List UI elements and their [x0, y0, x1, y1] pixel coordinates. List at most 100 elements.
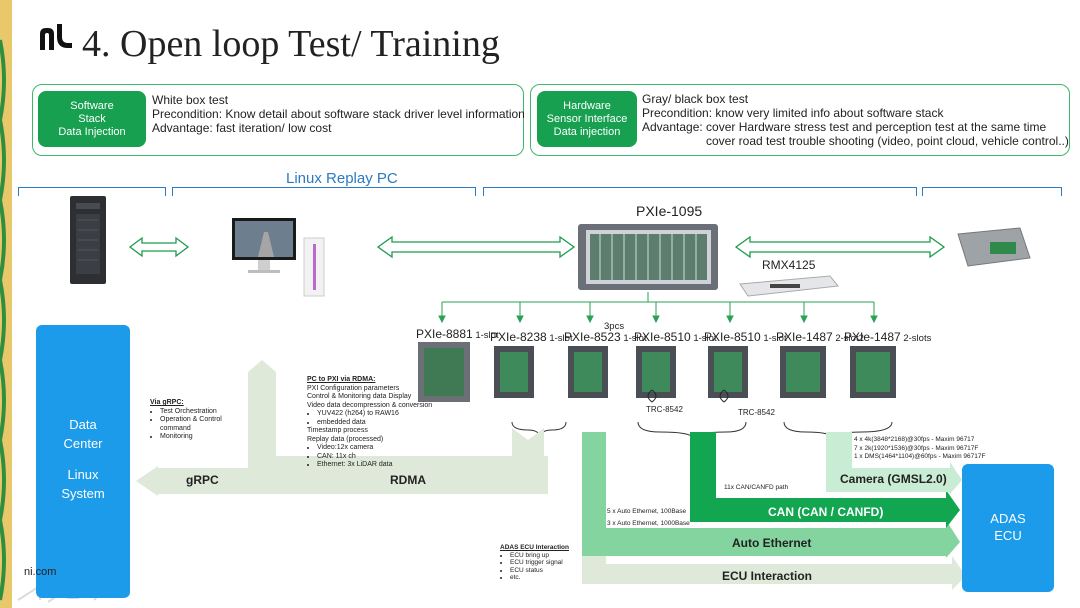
camera-band-label: Camera (GMSL2.0): [840, 472, 947, 486]
note-item: Operation & Control command: [160, 416, 240, 433]
note-heading: PC to PXI via RDMA:: [307, 376, 376, 383]
module-name: PXIe-1487: [844, 330, 901, 344]
note-item: ECU status: [510, 567, 569, 575]
ecu-device-icon: [957, 227, 1031, 267]
hardware-interface-pill: Hardware Sensor Interface Data injection: [537, 91, 637, 147]
note-item: ECU trigger signal: [510, 559, 569, 567]
module-label-1487-b: PXIe-1487 2-slots: [844, 330, 931, 344]
bracket-ecu: [922, 187, 1062, 196]
box-line: ECU: [994, 528, 1022, 543]
note-item: Video:12x camera: [317, 444, 432, 453]
pxie-1095-label: PXIe-1095: [636, 203, 703, 219]
module-slot: 2-slot2: [835, 333, 864, 344]
module-label-1487-a: PXIe-1487 2-slot2: [776, 330, 864, 344]
ecu-interaction-band-label: ECU Interaction: [722, 569, 813, 583]
software-stack-pill: Software Stack Data Injection: [38, 91, 146, 147]
spec-line: 4 x 4k(3848*2168)@30fps - Maxim 96717: [854, 436, 975, 443]
module-label-8238: PXIe-8238 1-slot: [490, 330, 573, 344]
bracket-pxi: [483, 187, 917, 196]
note-line: Replay data (processed): [307, 435, 384, 443]
trc-label-2: TRC-8542: [738, 408, 775, 417]
text-line: Precondition: Know detail about software…: [152, 107, 525, 121]
pill-line: Data Injection: [58, 125, 126, 138]
module-slot: 1-slot: [763, 333, 787, 344]
module-slot: 1-slot: [693, 333, 717, 344]
note-item: CAN: 11x ch: [317, 453, 432, 462]
module-name: PXIe-8238: [490, 330, 547, 344]
linux-replay-pc-label: Linux Replay PC: [286, 170, 398, 187]
note-line: Timestamp process: [307, 427, 368, 434]
module-slot: 1-slot: [549, 333, 573, 344]
three-pcs-label: 3pcs: [604, 321, 625, 332]
note-item: YUV422 (h264) to RAW16: [317, 410, 432, 419]
bracket-server: [18, 187, 166, 196]
spec-line: 1 x DMS(1464*1104)@60fps - Maxim 96717F: [854, 453, 986, 460]
module-label-8510-b: PXIe-8510 1-slot: [704, 330, 787, 344]
box-line: System: [61, 486, 105, 501]
camera-specs: 4 x 4k(3848*2168)@30fps - Maxim 96717 7 …: [854, 436, 985, 462]
module-slot: 2-slots: [903, 333, 932, 344]
pxie-chassis-icon: [578, 224, 718, 290]
adas-ecu-box: ADAS ECU: [962, 464, 1054, 592]
module-name: PXIe-8510: [704, 330, 761, 344]
ni-logo-icon: [40, 24, 72, 50]
pill-line: Sensor Interface: [546, 112, 628, 125]
box-line: Data: [69, 417, 97, 432]
ethernet-spec-1: 5 x Auto Ethernet, 100Base: [607, 508, 687, 515]
trc-label-1: TRC-8542: [646, 405, 683, 414]
pill-line: Data injection: [553, 125, 621, 138]
rmx-device-icon: [739, 275, 839, 297]
slide-title: 4. Open loop Test/ Training: [82, 23, 500, 65]
module-name: PXIe-8510: [634, 330, 691, 344]
footer-url: ni.com: [24, 566, 57, 578]
bracket-replay-pc: [172, 187, 476, 196]
note-item: Ethernet: 3x LiDAR data: [317, 461, 432, 470]
note-heading: ADAS ECU Interaction: [500, 544, 569, 551]
module-label-8881: PXIe-8881 1-slot: [416, 327, 499, 341]
replay-pc-icon: [232, 218, 325, 297]
box-line: ADAS: [990, 511, 1026, 526]
pill-line: Stack: [78, 112, 106, 125]
module-label-8510-a: PXIe-8510 1-slot: [634, 330, 717, 344]
tower-server-icon: [70, 196, 106, 284]
text-line: cover road test trouble shooting (video,…: [706, 134, 1069, 148]
note-heading: Via gRPC:: [150, 399, 184, 406]
module-name: PXIe-8523: [564, 330, 621, 344]
rdma-note: PC to PXI via RDMA: PXI Configuration pa…: [307, 376, 432, 470]
rdma-band-label: RDMA: [390, 473, 426, 487]
box-line: Center: [63, 436, 103, 451]
grpc-note: Via gRPC: Test Orchestration Operation &…: [150, 399, 240, 442]
auto-ethernet-band-label: Auto Ethernet: [732, 536, 812, 550]
module-name: PXIe-1487: [776, 330, 833, 344]
text-line: Advantage: cover Hardware stress test an…: [642, 120, 1047, 134]
box-line: Linux: [67, 467, 99, 482]
module-name: PXIe-8881: [416, 327, 473, 341]
text-line: Advantage: fast iteration/ low cost: [152, 121, 332, 135]
module-label-8523: PXIe-8523 1-slot: [564, 330, 647, 344]
module-slot: 1-slot: [475, 330, 499, 341]
note-line: Control & Monitoring data Display: [307, 393, 412, 400]
decorative-stripe: [0, 0, 12, 608]
software-box-text: White box test Precondition: Know detail…: [152, 93, 525, 135]
note-item: ECU bring up: [510, 552, 569, 560]
pill-line: Software: [70, 99, 114, 112]
text-line: Precondition: know very limited info abo…: [642, 106, 944, 120]
note-item: etc.: [510, 574, 569, 582]
data-center-box: Data Center Linux System: [36, 325, 130, 598]
module-cards: [418, 342, 896, 403]
link-arrows: [128, 235, 946, 259]
text-line: White box test: [152, 93, 229, 107]
spec-line: 7 x 2k(1920*1536)@30fps - Maxim 96717F: [854, 444, 979, 452]
note-line: Video data decompression & conversion: [307, 401, 433, 409]
can-band-label: CAN (CAN / CANFD): [768, 505, 884, 519]
note-item: Monitoring: [160, 433, 240, 442]
note-item: Test Orchestration: [160, 408, 240, 417]
adas-interaction-note: ADAS ECU Interaction ECU bring up ECU tr…: [500, 544, 569, 582]
text-line: Gray/ black box test: [642, 92, 749, 106]
can-path-label: 11x CAN/CANFD path: [724, 484, 789, 491]
note-item: embedded data: [317, 419, 432, 428]
rmx-label: RMX4125: [762, 258, 816, 272]
module-slot: 1-slot: [623, 333, 647, 344]
pill-line: Hardware: [563, 99, 611, 112]
